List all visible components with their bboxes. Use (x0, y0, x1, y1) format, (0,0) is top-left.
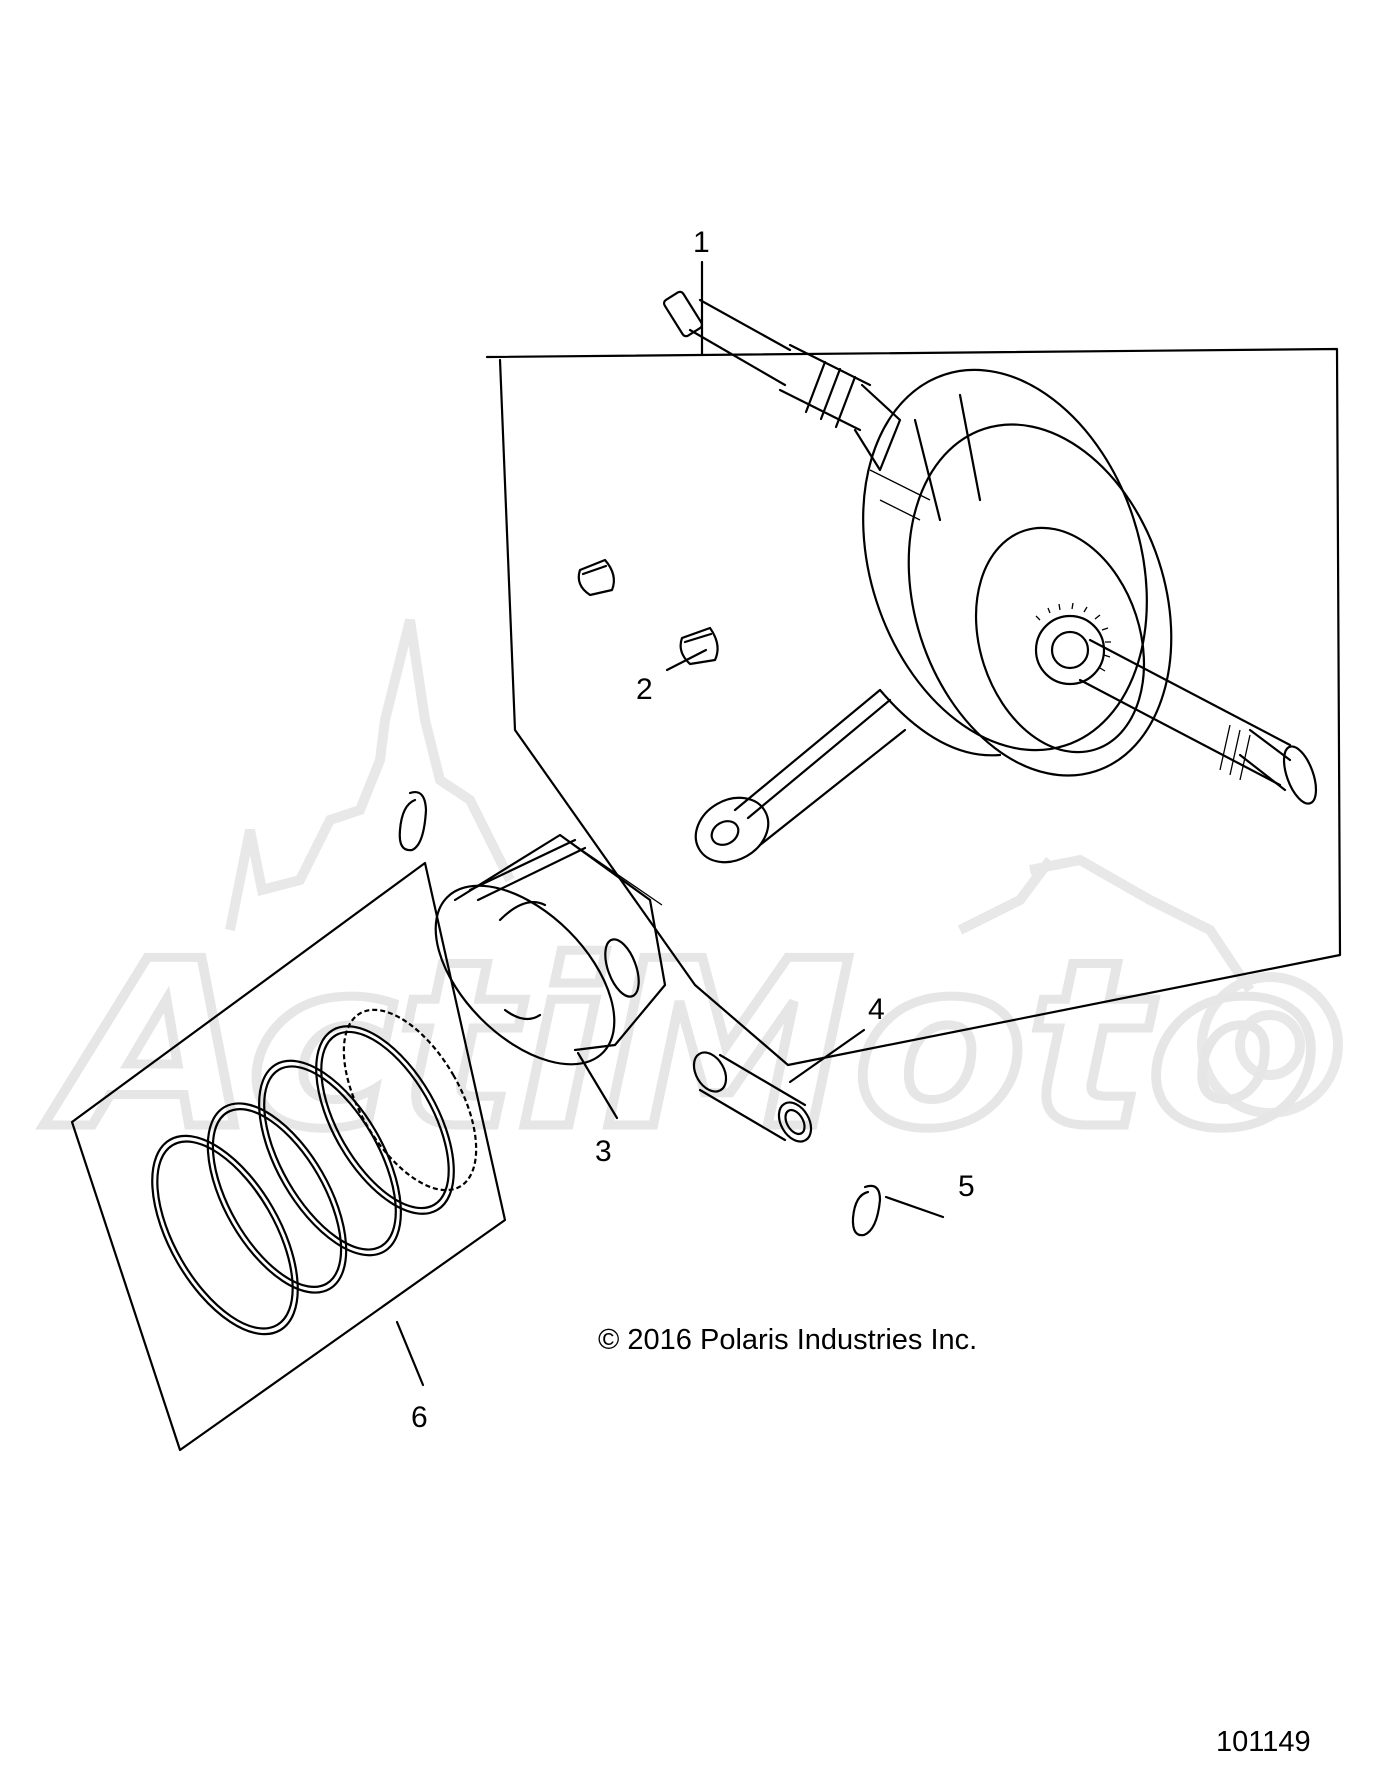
woodruff-key-icon (577, 558, 719, 666)
callout-5: 5 (958, 1170, 975, 1203)
circlip-icon (398, 791, 882, 1237)
callout-3: 3 (595, 1135, 612, 1168)
callout-6: 6 (411, 1401, 428, 1434)
copyright-notice: © 2016 Polaris Industries Inc. (598, 1324, 977, 1356)
piston-ring-set-icon (70, 861, 507, 1452)
piston-icon (434, 833, 667, 1066)
crankshaft-assembly-icon (485, 290, 1342, 1067)
callout-4: 4 (868, 993, 885, 1026)
leader-lines (395, 260, 945, 1387)
callout-1: 1 (693, 226, 710, 259)
watermark: ActiMoto (39, 618, 1343, 1185)
document-number: 101149 (1216, 1726, 1311, 1758)
piston-pin-icon (692, 1051, 813, 1143)
watermark-text: ActiMoto (44, 913, 1320, 1180)
callout-2: 2 (636, 673, 653, 706)
